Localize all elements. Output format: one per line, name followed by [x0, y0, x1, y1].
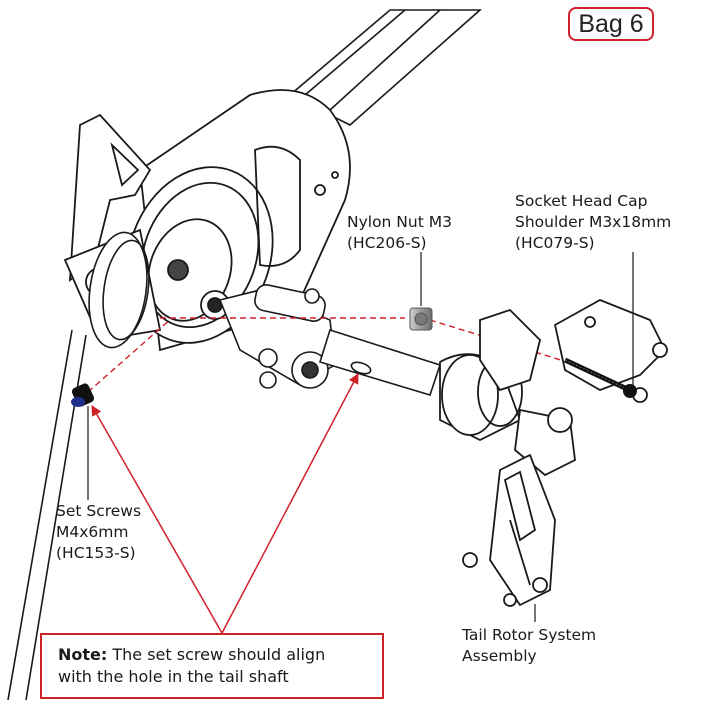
tail-pulley	[88, 231, 150, 349]
set-screws-callout: Set Screws M4x6mm (HC153-S)	[56, 501, 141, 564]
tail-rotor-label-line2: Assembly	[462, 647, 537, 665]
socket-head-screw-part	[563, 357, 637, 398]
set-screw-part	[71, 383, 95, 407]
note-text-line1: The set screw should align	[107, 645, 326, 664]
nylon-nut-part	[409, 307, 433, 331]
socket-head-screw-callout: Socket Head Cap Shoulder M3x18mm (HC079-…	[515, 191, 671, 254]
socket-head-label-line1: Socket Head Cap	[515, 192, 648, 210]
note-text-line2: with the hole in the tail shaft	[58, 667, 289, 686]
tail-rotor-callout: Tail Rotor System Assembly	[462, 625, 596, 667]
note-line-1: Note: The set screw should align	[58, 644, 368, 666]
set-screws-label: Set Screws	[56, 502, 142, 520]
socket-head-label-line2: Shoulder M3x18mm	[515, 213, 672, 231]
bag-number-badge: Bag 6	[568, 7, 654, 41]
leader-lines	[87, 252, 634, 622]
nylon-nut-part-number: (HC206-S)	[347, 234, 427, 252]
tail-rotor-label-line1: Tail Rotor System	[462, 626, 597, 644]
pitch-linkage	[218, 284, 336, 389]
note-arrows	[91, 373, 359, 634]
tail-output-shaft	[318, 328, 442, 396]
set-screws-part-number: (HC153-S)	[56, 544, 136, 562]
alignment-note-box: Note: The set screw should align with th…	[40, 633, 384, 699]
note-label: Note:	[58, 645, 108, 664]
nylon-nut-callout: Nylon Nut M3 (HC206-S)	[347, 212, 452, 254]
nylon-nut-label: Nylon Nut M3	[347, 213, 452, 231]
alignment-guides	[87, 317, 601, 393]
set-screws-size: M4x6mm	[56, 523, 129, 541]
socket-head-part-number: (HC079-S)	[515, 234, 595, 252]
tail-blade-grip	[462, 453, 556, 607]
